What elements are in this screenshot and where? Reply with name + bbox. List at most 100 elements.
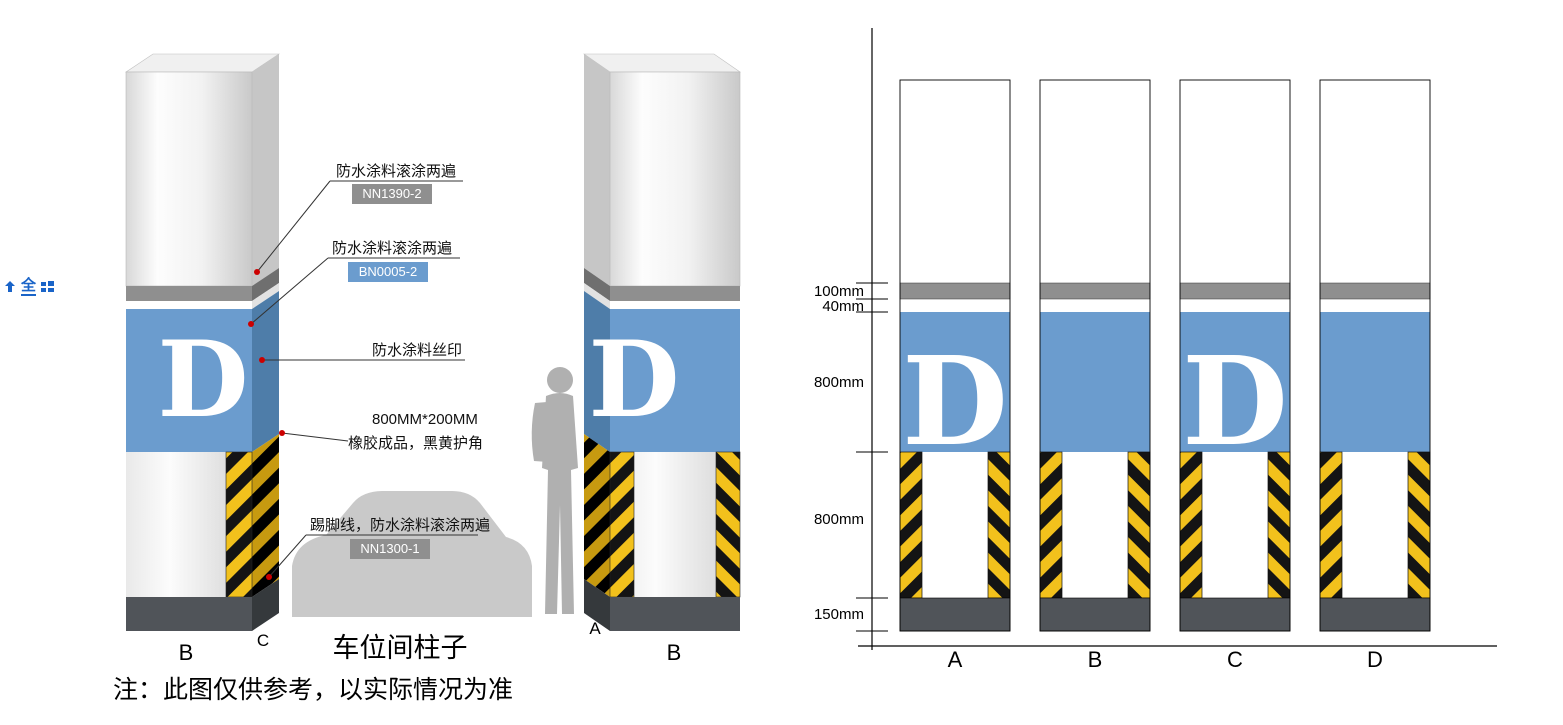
dim-label-800mm-lower: 800mm — [814, 511, 864, 528]
corner-guard-right — [1127, 451, 1151, 599]
column-letter: D — [588, 317, 679, 441]
annotation-coat-blue: 防水涂料滚涂两遍 BN0005-2 — [248, 240, 460, 327]
annotation-label: 防水涂料丝印 — [372, 342, 462, 359]
column-outline — [1039, 79, 1151, 632]
column-outline — [899, 79, 1011, 632]
gray-band-side — [252, 268, 279, 301]
fullscreen-button[interactable]: 全 — [21, 277, 37, 296]
elevation-column-c: D C — [1179, 79, 1291, 672]
column-label: D — [1367, 647, 1383, 672]
axis-ticks — [856, 282, 888, 632]
leader-dot — [279, 430, 285, 436]
corner-guard-left — [1179, 451, 1203, 599]
annotation-label: 防水涂料滚涂两遍 — [336, 163, 456, 180]
base-band — [899, 597, 1011, 632]
code-tag-label: NN1300-1 — [360, 541, 419, 556]
leader-dot — [266, 574, 272, 580]
code-tag — [348, 262, 428, 282]
gap-band-side — [252, 283, 279, 309]
column-shaft-side — [252, 54, 279, 286]
elevation-diagram: 100mm 40mm 800mm 800mm 150mm D A B — [814, 28, 1497, 672]
corner-guard-right — [1407, 451, 1431, 599]
column-shaft-front — [609, 71, 741, 287]
corner-guard-right — [987, 451, 1011, 599]
column-letter: D — [1182, 329, 1288, 473]
column-outline — [1319, 79, 1431, 632]
code-tag — [350, 539, 430, 559]
gray-band — [899, 282, 1011, 300]
blue-band-side — [584, 291, 610, 452]
annotation-label-line2: 橡胶成品，黑黄护角 — [348, 435, 483, 452]
base-band — [1039, 597, 1151, 632]
gray-band — [1039, 282, 1151, 300]
column-top-face — [125, 53, 280, 73]
blue-band — [900, 312, 1010, 452]
column-face-label: B — [179, 640, 194, 665]
gap-band-front — [126, 301, 252, 309]
dim-label-100mm: 100mm — [814, 283, 864, 300]
column-label: C — [1227, 647, 1243, 672]
corner-guard-front — [225, 451, 253, 598]
column-letter: D — [902, 329, 1008, 473]
corner-guard-right — [1267, 451, 1291, 599]
blue-band-side — [252, 291, 279, 452]
column-side-label: C — [257, 631, 269, 650]
annotation-label-line1: 800MM*200MM — [372, 411, 478, 428]
blue-band — [1040, 312, 1150, 452]
gap-band-front — [610, 301, 740, 309]
code-tag-label: NN1390-2 — [362, 186, 421, 201]
column-shaft-side — [584, 54, 610, 286]
column-letter: D — [157, 317, 248, 441]
code-tag-label: BN0005-2 — [359, 264, 418, 279]
annotation-label: 踢脚线，防水涂料滚涂两遍 — [310, 517, 490, 534]
code-tag — [352, 184, 432, 204]
corner-guard-left — [1319, 451, 1343, 599]
base-band-side — [252, 579, 279, 631]
gray-band-front — [126, 286, 252, 301]
blue-band — [1320, 312, 1430, 452]
gray-band — [1179, 282, 1291, 300]
column-side-label: A — [589, 619, 601, 638]
screenshot-toolbar: 全 — [2, 277, 58, 296]
blue-band — [1180, 312, 1290, 452]
gap-band-side — [584, 283, 610, 309]
annotation-corner-guard: 800MM*200MM 橡胶成品，黑黄护角 — [279, 411, 483, 452]
corner-guard-front-right — [715, 451, 741, 598]
annotation-label: 防水涂料滚涂两遍 — [332, 240, 452, 257]
base-band-front — [610, 597, 740, 631]
blue-band-front — [126, 309, 252, 452]
column-shaft-front — [125, 71, 253, 287]
grid-icon[interactable] — [41, 280, 55, 293]
column-outline — [1179, 79, 1291, 632]
diagram-title: 车位间柱子 — [333, 633, 468, 663]
corner-guard-front-left — [609, 451, 635, 598]
elevation-column-a: D A — [899, 79, 1011, 672]
leader-dot — [254, 269, 260, 275]
leader-dot — [248, 321, 254, 327]
annotation-coat-top: 防水涂料滚涂两遍 NN1390-2 — [254, 163, 463, 275]
base-band-front — [126, 597, 252, 631]
annotation-skirting: 踢脚线，防水涂料滚涂两遍 NN1300-1 — [266, 517, 490, 580]
dim-label-800mm-upper: 800mm — [814, 374, 864, 391]
column-face-label: B — [667, 640, 682, 665]
column-3d-right: D A B — [583, 53, 741, 665]
blue-band-front — [610, 309, 740, 452]
gray-band-side — [584, 268, 610, 301]
corner-guard-left — [899, 451, 923, 599]
annotation-silkscreen: 防水涂料丝印 — [259, 342, 465, 363]
column-label: B — [1088, 647, 1103, 672]
column-top-face — [583, 53, 741, 73]
gray-band-front — [610, 286, 740, 301]
diagram-note: 注：此图仅供参考，以实际情况为准 — [113, 676, 513, 704]
leader-dot — [259, 357, 265, 363]
corner-guard-side — [252, 434, 279, 597]
dim-label-40mm: 40mm — [822, 298, 864, 315]
base-band-side — [584, 579, 610, 631]
column-3d-left: D B C — [125, 53, 280, 665]
dim-label-150mm: 150mm — [814, 606, 864, 623]
elevation-column-d: D — [1319, 79, 1431, 672]
base-band — [1319, 597, 1431, 632]
capture-arrow-icon[interactable] — [4, 280, 16, 293]
